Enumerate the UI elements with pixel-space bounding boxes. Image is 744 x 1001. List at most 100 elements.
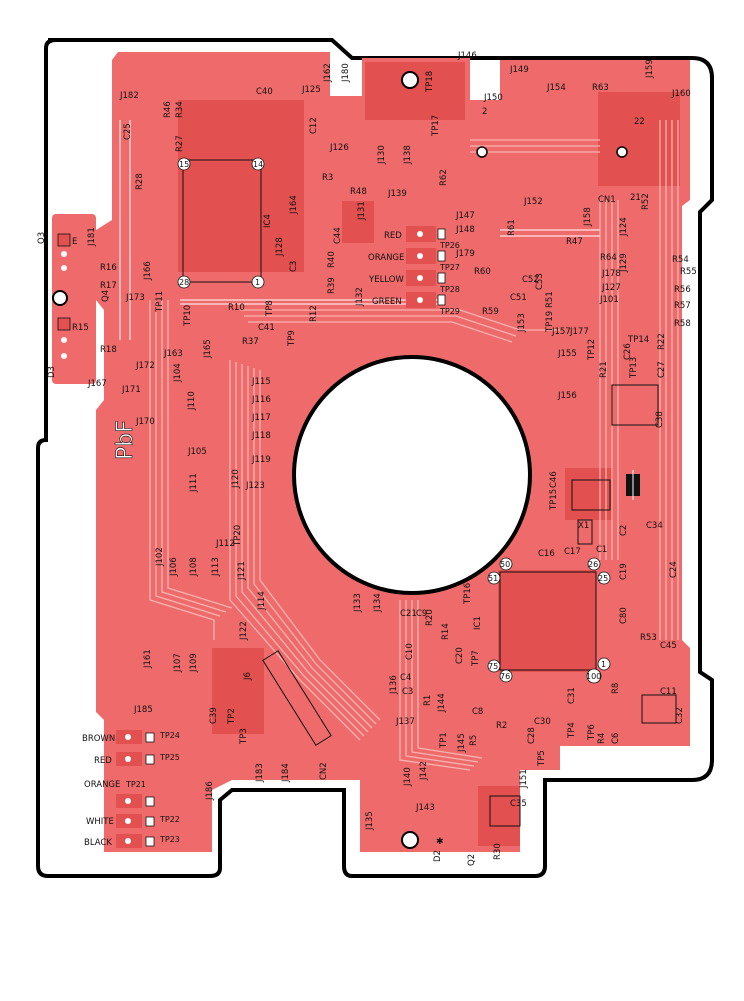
label-n21: 21 <box>630 193 641 203</box>
label-n22: 22 <box>634 117 645 127</box>
label-c30: C30 <box>534 717 551 727</box>
label-j108: J108 <box>189 557 199 577</box>
label-r48: R48 <box>350 187 367 197</box>
label-r1: R1 <box>423 695 433 706</box>
ic1-pin-50: 50 <box>500 560 510 569</box>
label-j163: J163 <box>163 349 183 359</box>
label-j172: J172 <box>135 361 155 371</box>
label-j131: J131 <box>357 201 367 221</box>
label-r56: R56 <box>674 285 691 295</box>
dark-copper-pours <box>178 62 680 846</box>
label-r15: R15 <box>72 323 89 333</box>
label-r21: R21 <box>599 361 609 378</box>
label-j180: J180 <box>341 63 351 83</box>
label-j145: J145 <box>457 733 467 753</box>
tp-label-24: TP24 <box>159 731 180 740</box>
label-j142: J142 <box>419 761 429 781</box>
label-j156: J156 <box>557 391 577 401</box>
label-r14: R14 <box>441 623 451 640</box>
label-j128: J128 <box>275 237 285 257</box>
cap-c38 <box>611 384 659 426</box>
ic-pin-markers: 15 14 28 1 50 51 26 25 75 76 100 1 <box>177 157 611 684</box>
label-tp9: TP9 <box>287 330 297 347</box>
connector-top-pads <box>406 226 446 308</box>
label-j117: J117 <box>251 413 271 423</box>
pad-row-orange <box>406 248 446 264</box>
label-tp17: TP17 <box>431 115 441 137</box>
label-j122: J122 <box>239 621 249 641</box>
label-j118: J118 <box>251 431 271 441</box>
label-c20: C20 <box>455 647 465 664</box>
label-j170: J170 <box>135 417 155 427</box>
label-j109: J109 <box>189 653 199 673</box>
label-j110: J110 <box>187 391 197 411</box>
label-r2: R2 <box>496 721 507 731</box>
ic4-pin-15: 15 <box>179 160 189 169</box>
label-r16: R16 <box>100 263 117 273</box>
diode-star-icon: ✱ <box>436 837 444 847</box>
label-j152: J152 <box>523 197 543 207</box>
label-r62: R62 <box>439 169 449 186</box>
label-j146: J146 <box>457 51 477 61</box>
left-pads <box>57 233 71 359</box>
connector-wire-labels: RED ORANGE YELLOW GREEN TP26 TP27 TP28 T… <box>82 231 460 848</box>
label-j107: J107 <box>173 653 183 673</box>
label-j186: J186 <box>205 781 215 801</box>
label-r4: R4 <box>597 733 607 744</box>
label-r40: R40 <box>327 251 337 268</box>
label-j144: J144 <box>437 693 447 713</box>
mount-hole-top <box>401 71 419 89</box>
label-cn2: CN2 <box>319 762 329 780</box>
label-j150: J150 <box>483 93 503 103</box>
mount-holes <box>52 71 628 849</box>
label-j153: J153 <box>517 313 527 333</box>
label-j127: J127 <box>601 283 621 293</box>
label-r28: R28 <box>135 173 145 190</box>
label-d3: D3 <box>47 366 57 378</box>
label-c12: C12 <box>309 117 319 134</box>
label-j134: J134 <box>373 593 383 613</box>
label-d2: D2 <box>433 850 443 862</box>
label-r8: R8 <box>611 683 621 694</box>
label-j133: J133 <box>353 593 363 613</box>
label-r63: R63 <box>592 83 609 93</box>
label-tp16: TP16 <box>463 583 473 605</box>
label-n2: 2 <box>482 107 487 117</box>
wire-label-orange-top: ORANGE <box>368 253 404 263</box>
label-j112: J112 <box>215 539 235 549</box>
label-q2: Q2 <box>467 854 477 866</box>
label-c32: C32 <box>675 707 685 724</box>
label-tp7: TP7 <box>471 650 481 667</box>
label-tp20: TP20 <box>233 525 243 547</box>
mount-hole-mid <box>476 146 488 158</box>
label-j120: J120 <box>231 469 241 489</box>
label-c11: C11 <box>660 687 677 697</box>
label-j132: J132 <box>355 287 365 307</box>
label-j149: J149 <box>509 65 529 75</box>
label-j158: J158 <box>583 207 593 227</box>
label-j164: J164 <box>289 195 299 215</box>
connector-bottom-pads <box>116 730 155 848</box>
label-j114: J114 <box>257 591 267 611</box>
ic1-pin-26: 26 <box>588 560 598 569</box>
label-c3b: C3 <box>402 687 413 697</box>
label-j154: J154 <box>546 83 566 93</box>
mount-hole-bottom <box>401 831 419 849</box>
label-e: E <box>72 237 77 247</box>
label-j139: J139 <box>387 189 407 199</box>
label-c26: C26 <box>623 343 633 360</box>
label-r51: R51 <box>545 291 555 308</box>
label-pbf: PbF <box>113 420 138 460</box>
label-r22: R22 <box>657 333 667 350</box>
label-j138: J138 <box>403 145 413 165</box>
label-j177: J177 <box>569 327 589 337</box>
ic1-outline <box>499 571 597 671</box>
label-ic4: IC4 <box>263 214 273 228</box>
label-c31: C31 <box>567 687 577 704</box>
label-j157: J157 <box>551 327 571 337</box>
label-j155: J155 <box>557 349 577 359</box>
cap-c11 <box>641 694 677 724</box>
label-r64: R64 <box>600 253 617 263</box>
ic1-pin-1: 1 <box>601 660 606 669</box>
